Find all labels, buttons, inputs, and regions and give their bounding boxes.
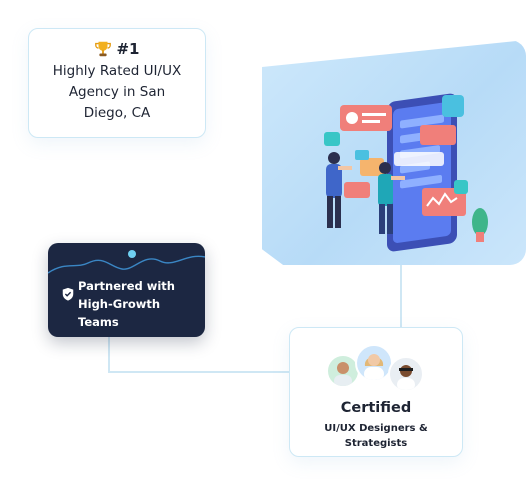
award-card: #1 Highly Rated UI/UX Agency in San Dieg… — [28, 28, 206, 138]
connector-line — [108, 332, 110, 372]
trophy-icon — [95, 41, 112, 57]
avatar — [388, 356, 424, 392]
avatar-group — [326, 344, 426, 392]
wave-decoration — [48, 250, 205, 274]
shield-check-icon — [62, 287, 74, 301]
partner-line: Teams — [78, 315, 119, 329]
award-line: Agency in San — [68, 84, 166, 100]
award-rank: #1 — [116, 40, 140, 58]
certified-line: Strategists — [344, 438, 408, 449]
award-line: Highly Rated UI/UX — [52, 63, 182, 79]
connector-line — [108, 371, 290, 373]
partner-card: Partnered with High-Growth Teams — [48, 243, 205, 337]
partner-line: High-Growth — [78, 297, 161, 311]
partner-line: Partnered with — [78, 279, 175, 293]
award-line: Diego, CA — [83, 105, 151, 121]
partner-text: Partnered with High-Growth Teams — [78, 277, 198, 331]
certified-title: Certified — [340, 400, 412, 416]
certified-subtitle: UI/UX Designers & Strategists — [290, 421, 462, 451]
certified-line: UI/UX Designers & — [324, 423, 428, 434]
app-design-illustration — [324, 93, 488, 252]
connector-line — [400, 258, 402, 328]
certified-card: Certified UI/UX Designers & Strategists — [289, 327, 463, 457]
award-description: Highly Rated UI/UX Agency in San Diego, … — [29, 61, 205, 124]
award-header: #1 — [29, 40, 205, 58]
